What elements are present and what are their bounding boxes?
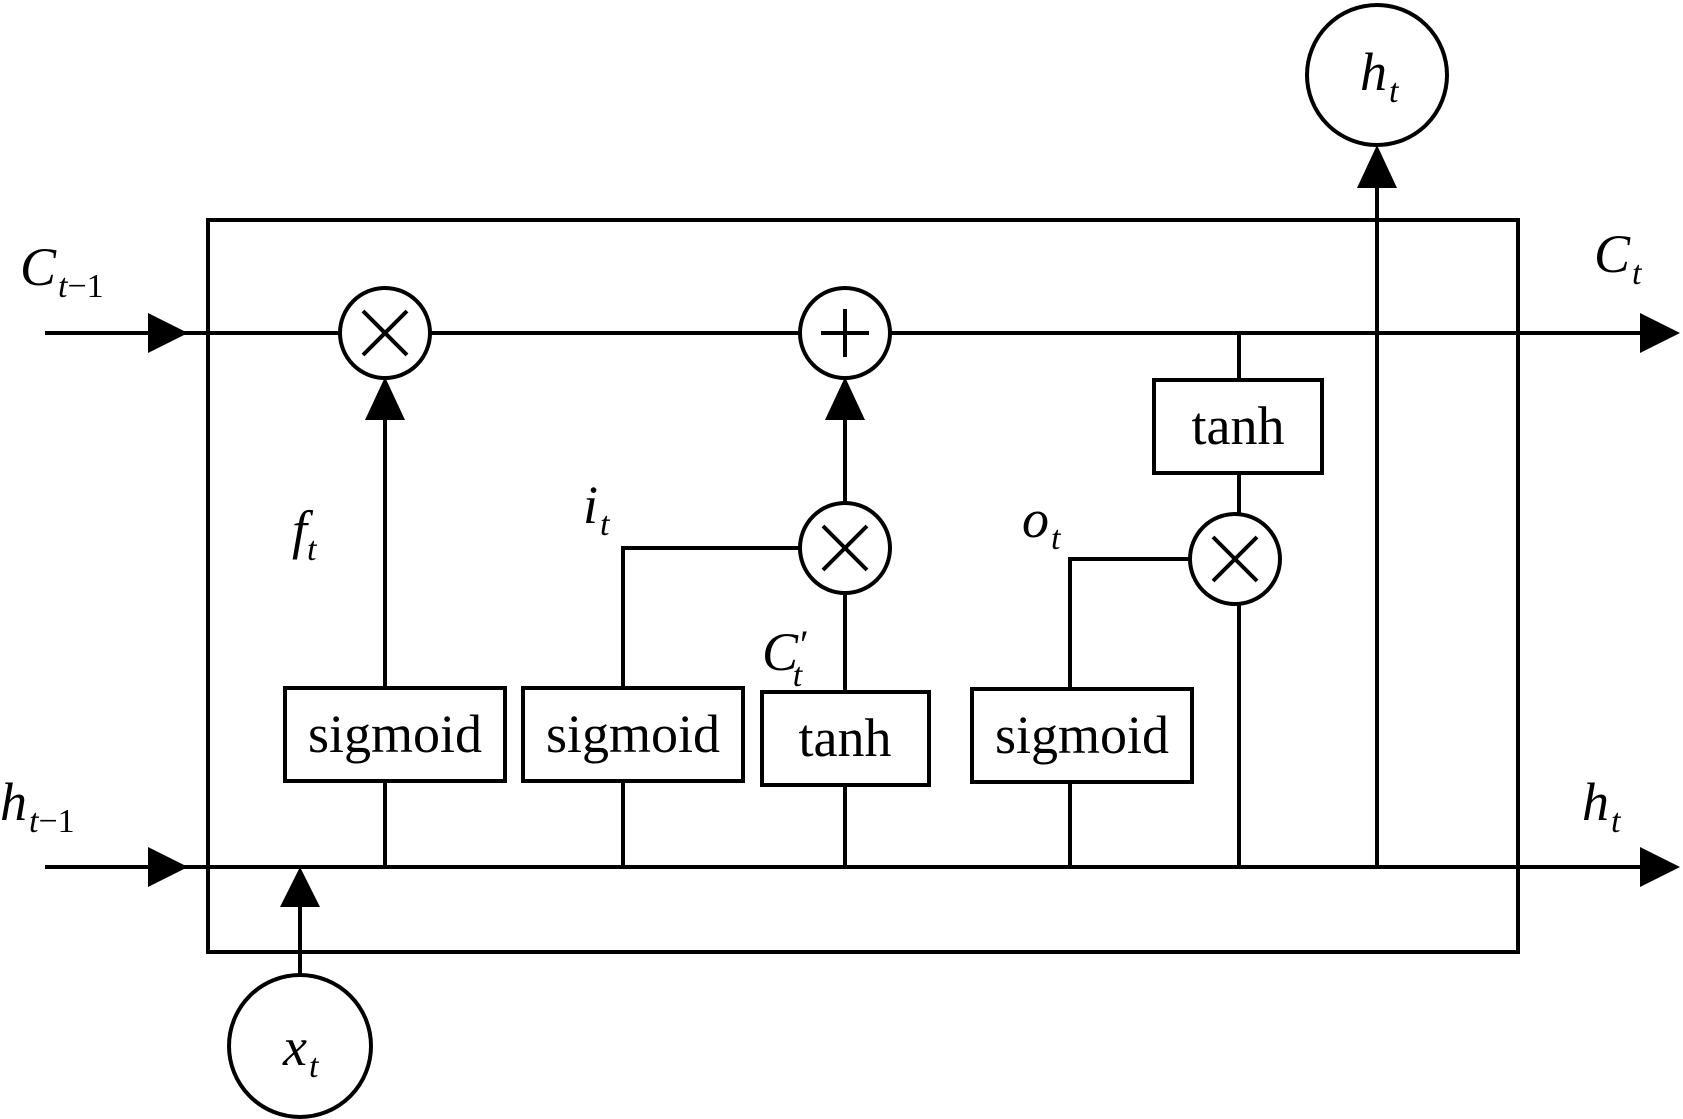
- output-gate-label: sigmoid: [995, 705, 1169, 765]
- input-gate-label: sigmoid: [546, 704, 720, 764]
- cell-output-label: Ct: [1594, 224, 1643, 292]
- hidden-top-arrowhead: [1357, 145, 1397, 188]
- cell-output-arrowhead: [1640, 313, 1680, 353]
- forget-gate-label: sigmoid: [308, 704, 482, 764]
- multiply-icon: [821, 524, 869, 572]
- multiply-icon: [1211, 535, 1259, 583]
- candidate-box: [760, 690, 931, 787]
- output-gate-box: [970, 687, 1194, 784]
- forget-gate-signal-label: ft: [292, 500, 318, 568]
- cell-output-tanh-box: [1152, 378, 1324, 475]
- candidate-arrowhead: [825, 377, 865, 420]
- input-gate-signal-label: it: [583, 475, 611, 543]
- hidden-top-label: ht: [1360, 42, 1400, 110]
- cell-boundary: [206, 218, 1520, 954]
- candidate-signal-label: C′t: [762, 622, 809, 694]
- prev-cell-label: Ct−1: [20, 237, 104, 305]
- hidden-input-arrowhead: [148, 847, 188, 887]
- hidden-top-node: [1305, 3, 1449, 147]
- x-input-label: xt: [282, 1017, 320, 1085]
- forget-gate-box: [283, 686, 507, 783]
- cell-input-arrowhead: [148, 313, 188, 353]
- forget-gate-arrowhead: [365, 377, 405, 420]
- cell-output-tanh-label: tanh: [1192, 396, 1285, 456]
- hidden-output-label: ht: [1582, 772, 1622, 840]
- hidden-output-arrowhead: [1640, 847, 1680, 887]
- multiply-icon: [361, 309, 409, 357]
- input-gate-box: [521, 686, 745, 783]
- prev-hidden-label: ht−1: [0, 772, 75, 840]
- x-input-node: [227, 973, 373, 1119]
- output-gate-signal-label: ot: [1022, 489, 1062, 557]
- plus-icon: [821, 309, 869, 357]
- x-input-arrowhead: [280, 867, 320, 907]
- candidate-label: tanh: [799, 708, 892, 768]
